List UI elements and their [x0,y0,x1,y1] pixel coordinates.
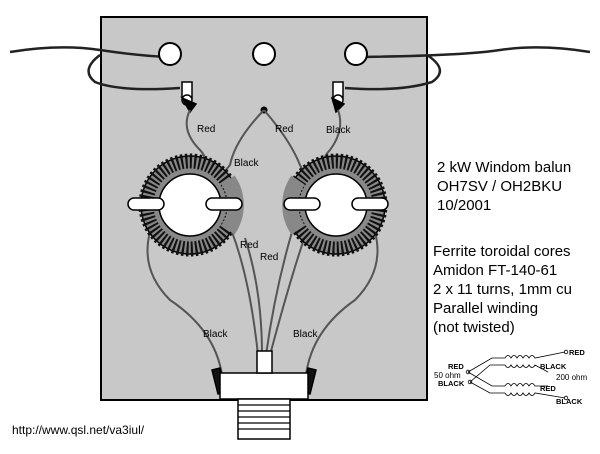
title-line: OH7SV / OH2BKU [437,178,563,195]
spec-line: Amidon FT-140-61 [433,262,558,279]
connector-body [237,398,291,440]
schem-red-out-top: RED [569,348,585,357]
label-red-center-1: Red [240,240,258,251]
label-black-left-bottom: Black [203,329,228,340]
title-line: 2 kW Windom balun [437,159,572,176]
hole-right [344,42,368,66]
spec-line: 2 x 11 turns, 1mm cu [433,281,572,298]
connector-flange [219,372,309,400]
wiring [146,109,379,376]
antenna-wire-left [9,46,181,91]
source-url: http://www.qsl.net/va3iul/ [12,423,145,437]
antenna-wire-right [344,46,591,91]
title-block: 2 kW Windom balun OH7SV / OH2BKU 10/2001 [437,158,571,215]
terminal-lug-left [180,81,198,114]
spec-line: Parallel winding [433,300,539,317]
hole-center [252,42,276,66]
spec-line: (not twisted) [433,319,515,336]
hole-left [158,42,182,66]
connector-pin [256,350,273,374]
schem-ohm-out: 200 ohm [556,373,587,382]
spec-line: Ferrite toroidal cores [433,243,571,260]
label-red-center-2: Red [260,252,278,263]
spec-block: Ferrite toroidal cores Amidon FT-140-61 … [433,242,572,337]
schem-black-out-bottom: BLACK [556,397,583,406]
mounting-holes [158,42,368,66]
schem-black-out-mid: BLACK [540,362,567,371]
coax-connector [211,350,317,440]
schem-red-in: RED [448,362,464,371]
title-line: 10/2001 [437,197,492,214]
label-black-right-top: Black [326,125,351,136]
label-black-center: Black [234,158,259,169]
schem-red-out-mid: RED [540,384,556,393]
label-black-right-bottom: Black [293,329,318,340]
schem-black-in: BLACK [438,379,465,388]
label-red-left-top: Red [197,124,215,135]
label-red-right-top: Red [275,124,293,135]
schem-ohm-in: 50 ohm [434,371,461,380]
cable-ties [127,197,389,211]
winding-schematic: RED BLACK RED BLACK RED BLACK 50 ohm 200… [434,348,587,406]
terminal-lug-right [330,81,346,114]
